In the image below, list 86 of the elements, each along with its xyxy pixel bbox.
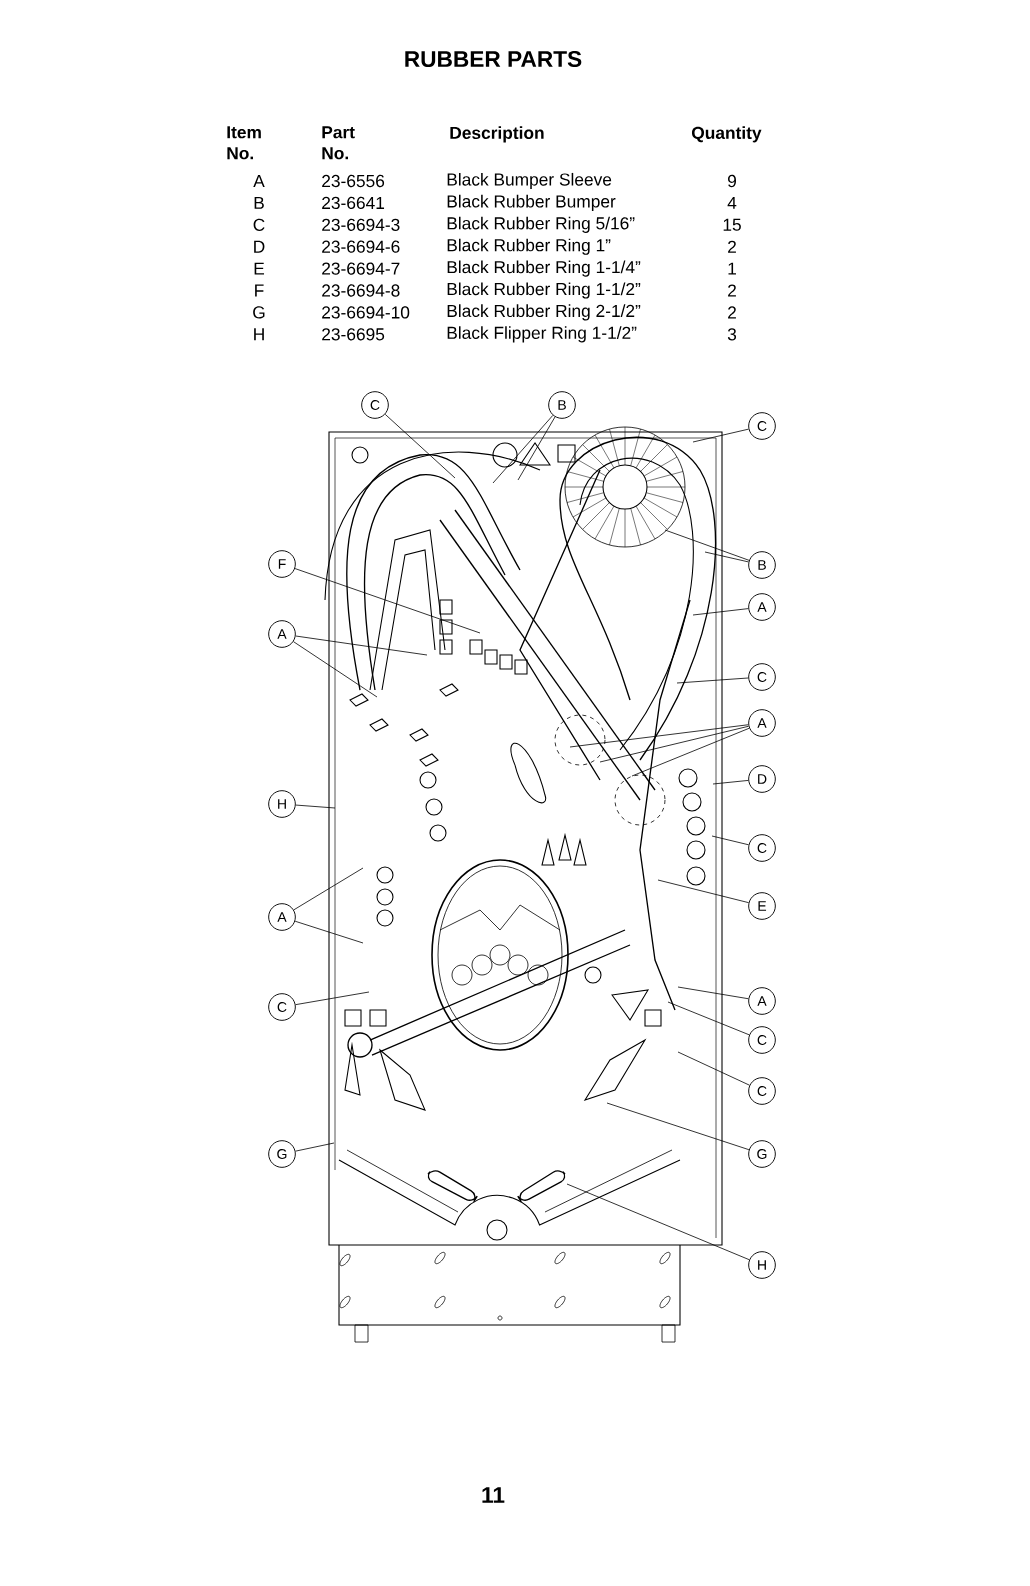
leader-line bbox=[295, 804, 336, 809]
callout-letter: C bbox=[748, 1077, 776, 1105]
column-header: Quantity bbox=[692, 126, 762, 143]
table-cell: A bbox=[253, 175, 265, 187]
callout-letter: C bbox=[748, 1026, 776, 1054]
table-cell: Black Rubber Ring 1-1/4” bbox=[447, 260, 641, 277]
callout-letter: C bbox=[361, 391, 389, 419]
leader-line bbox=[692, 428, 749, 443]
leader-line bbox=[293, 641, 378, 698]
callout-letter: H bbox=[268, 790, 296, 818]
leader-line bbox=[692, 608, 749, 616]
leader-line bbox=[712, 780, 749, 785]
leader-line bbox=[599, 725, 749, 763]
callout-letter: B bbox=[748, 551, 776, 579]
callout-letter: D bbox=[748, 765, 776, 793]
table-cell: Black Rubber Ring 1-1/2” bbox=[447, 282, 641, 299]
leader-line bbox=[631, 727, 750, 777]
table-cell: Black Flipper Ring 1-1/2” bbox=[447, 326, 637, 343]
leader-line bbox=[606, 1102, 750, 1151]
table-cell: 3 bbox=[727, 328, 737, 341]
table-cell: H bbox=[254, 328, 264, 341]
callout-letter: C bbox=[268, 993, 296, 1021]
table-cell: 23-6695 bbox=[322, 328, 385, 341]
callout-letter: A bbox=[268, 620, 296, 648]
leader-line bbox=[294, 920, 364, 944]
table-cell: 23-6556 bbox=[322, 174, 385, 188]
leader-line bbox=[657, 879, 749, 904]
callout-letter: G bbox=[268, 1140, 296, 1168]
table-cell: 23-6641 bbox=[322, 196, 385, 210]
callout-letter: C bbox=[748, 663, 776, 691]
table-cell: 23-6694-10 bbox=[322, 306, 410, 319]
table-cell: 23-6694-3 bbox=[322, 218, 400, 231]
table-cell: D bbox=[254, 240, 265, 253]
table-cell: Black Rubber Ring 1” bbox=[447, 238, 611, 255]
leader-line bbox=[711, 835, 749, 846]
table-cell: B bbox=[254, 196, 264, 209]
callout-letter: H bbox=[748, 1251, 776, 1279]
callout-letter: A bbox=[748, 987, 776, 1015]
column-header: Description bbox=[450, 126, 544, 143]
callout-letter: A bbox=[748, 593, 776, 621]
table-cell: Black Bumper Sleeve bbox=[447, 172, 612, 190]
table-cell: 23-6694-6 bbox=[322, 240, 400, 253]
table-cell: G bbox=[253, 306, 265, 319]
leader-line bbox=[667, 1001, 750, 1036]
table-cell: 1 bbox=[728, 262, 736, 275]
table-cell: E bbox=[254, 262, 265, 275]
leader-line bbox=[566, 1183, 750, 1261]
callout-letter: B bbox=[548, 391, 576, 419]
table-cell: 9 bbox=[728, 174, 736, 188]
leader-line bbox=[704, 551, 749, 563]
table-cell: 2 bbox=[728, 240, 736, 253]
callout-letter: A bbox=[268, 903, 296, 931]
table-cell: 23-6694-7 bbox=[322, 262, 400, 275]
callout-letter: E bbox=[748, 892, 776, 920]
table-cell: 15 bbox=[723, 218, 741, 231]
column-header: Part No. bbox=[322, 126, 355, 160]
table-cell: Black Rubber Ring 5/16” bbox=[447, 216, 635, 233]
table-cell: 4 bbox=[727, 196, 737, 209]
callout-letter: F bbox=[268, 550, 296, 578]
table-cell: 2 bbox=[728, 306, 736, 319]
leader-line bbox=[569, 724, 749, 748]
leader-line bbox=[677, 1051, 750, 1086]
leader-line bbox=[294, 568, 481, 634]
callout-letter: C bbox=[748, 412, 776, 440]
table-cell: 23-6694-8 bbox=[322, 284, 400, 297]
callout-letter: C bbox=[748, 834, 776, 862]
leader-line bbox=[517, 416, 556, 481]
leader-line bbox=[664, 529, 750, 561]
table-cell: C bbox=[253, 218, 265, 231]
leader-line bbox=[295, 635, 428, 656]
page-number: 11 bbox=[482, 1487, 505, 1503]
leader-line bbox=[295, 991, 370, 1006]
callout-letter: A bbox=[748, 709, 776, 737]
leader-line bbox=[384, 413, 456, 479]
table-cell: F bbox=[255, 284, 264, 297]
leader-line bbox=[677, 986, 749, 1000]
table-cell: 2 bbox=[728, 284, 736, 297]
table-cell: Black Rubber Ring 2-1/2” bbox=[447, 304, 641, 321]
leader-line bbox=[492, 414, 554, 484]
leader-line bbox=[676, 677, 749, 684]
column-header: Item No. bbox=[227, 126, 261, 160]
leader-line bbox=[293, 867, 364, 911]
leader-line bbox=[295, 1142, 335, 1152]
callout-letter: G bbox=[748, 1140, 776, 1168]
table-cell: Black Rubber Bumper bbox=[447, 194, 616, 211]
page-title: RUBBER PARTS bbox=[405, 51, 582, 68]
